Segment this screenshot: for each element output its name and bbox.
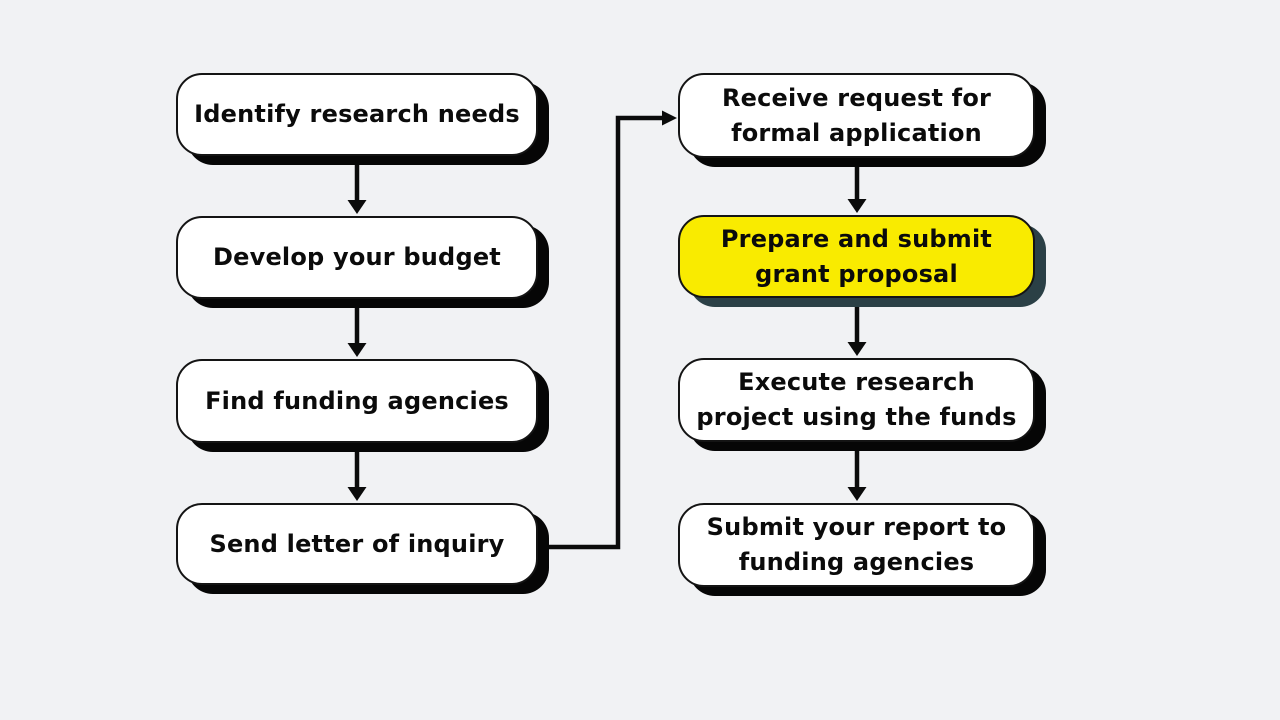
arrow-develop-to-find <box>347 308 367 357</box>
flow-node-receive-request-for-formal-application: Receive request for formal application <box>678 73 1035 158</box>
arrow-find-to-send <box>347 452 367 501</box>
flow-node-identify-research-needs: Identify research needs <box>176 73 538 156</box>
arrow-execute-to-submit <box>847 451 867 501</box>
flow-node-find-funding-agencies: Find funding agencies <box>176 359 538 443</box>
flow-node-prepare-and-submit-grant-proposal: Prepare and submit grant proposal <box>678 215 1035 298</box>
arrow-identify-to-develop <box>347 164 367 214</box>
arrow-receive-to-prepare <box>847 167 867 213</box>
flow-node-develop-your-budget: Develop your budget <box>176 216 538 299</box>
connector-send-inquiry-to-receive-request <box>546 110 677 550</box>
flow-node-send-letter-of-inquiry: Send letter of inquiry <box>176 503 538 585</box>
flow-node-submit-your-report-to-funding-agencies: Submit your report to funding agencies <box>678 503 1035 587</box>
flow-node-execute-research-project-using-the-funds: Execute research project using the funds <box>678 358 1035 442</box>
arrow-prepare-to-execute <box>847 307 867 356</box>
